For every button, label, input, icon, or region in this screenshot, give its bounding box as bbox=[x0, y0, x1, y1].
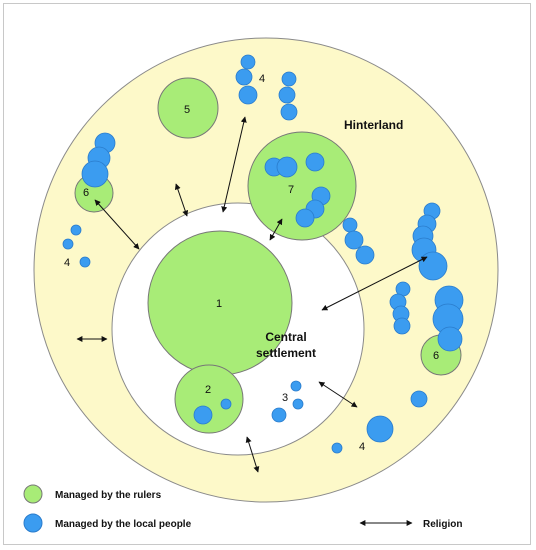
node-label-4-bottom: 4 bbox=[359, 441, 365, 453]
local-cluster-7 bbox=[264, 152, 331, 228]
rulers-area-5 bbox=[157, 77, 219, 139]
node-label-2: 2 bbox=[205, 384, 211, 396]
legend-rulers-label: Managed by the rulers bbox=[55, 490, 162, 501]
legend-local-label: Managed by the local people bbox=[55, 519, 192, 530]
node-label-4-left: 4 bbox=[64, 257, 70, 269]
local-cluster-4-top bbox=[235, 54, 298, 121]
central-settlement-label-line1: Central bbox=[265, 330, 306, 344]
local-cluster-left bbox=[81, 132, 116, 188]
local-cluster-4-left bbox=[62, 224, 91, 268]
legend-rulers-swatch bbox=[23, 484, 43, 504]
local-cluster-2 bbox=[193, 398, 232, 425]
node-label-5: 5 bbox=[184, 104, 190, 116]
local-cluster-3 bbox=[271, 380, 304, 423]
legend-religion-label: Religion bbox=[423, 519, 462, 530]
node-label-6-left: 6 bbox=[83, 187, 89, 199]
local-cluster-6-right bbox=[432, 285, 464, 352]
node-label-1: 1 bbox=[216, 298, 222, 310]
node-label-6-right: 6 bbox=[433, 350, 439, 362]
node-label-7: 7 bbox=[288, 184, 294, 196]
central-settlement-label-line2: settlement bbox=[256, 346, 316, 360]
legend: Managed by the rulers Managed by the loc… bbox=[23, 484, 462, 533]
node-label-4-top: 4 bbox=[259, 73, 265, 85]
local-cluster-4-bottom bbox=[331, 390, 428, 454]
node-label-3: 3 bbox=[282, 392, 288, 404]
hinterland-label: Hinterland bbox=[344, 118, 403, 132]
rulers-area-2 bbox=[174, 364, 244, 434]
religion-arrows bbox=[76, 116, 428, 473]
legend-local-swatch bbox=[23, 513, 43, 533]
